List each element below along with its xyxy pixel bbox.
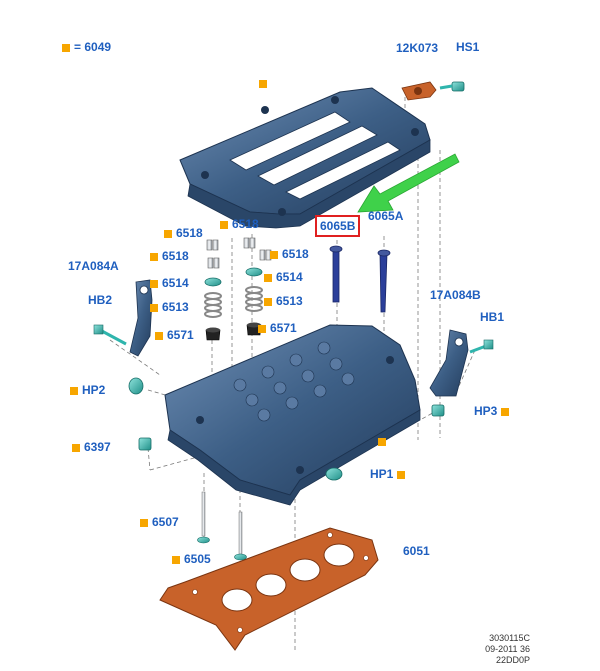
square-marker-icon bbox=[264, 274, 272, 282]
camshaft-carrier bbox=[179, 87, 431, 229]
valve-retainer-right bbox=[245, 267, 263, 277]
sensor-screw bbox=[439, 81, 465, 92]
legend-text: = 6049 bbox=[74, 40, 112, 54]
lifting-bracket-right bbox=[429, 329, 469, 397]
label-12k073: 12K073 bbox=[396, 41, 439, 55]
valve-retainer-left bbox=[204, 277, 222, 287]
label-hp2: HP2 bbox=[70, 383, 105, 397]
square-marker-icon bbox=[397, 471, 406, 479]
bracket-bolt-left bbox=[93, 324, 127, 346]
square-marker-icon bbox=[150, 280, 158, 288]
label-6513-right: 6513 bbox=[264, 294, 303, 308]
marker-icon-carrier bbox=[259, 80, 267, 88]
label-hp1: HP1 bbox=[370, 467, 406, 481]
square-marker-icon bbox=[150, 253, 158, 261]
green-indicator-arrow bbox=[357, 153, 460, 213]
square-marker-icon bbox=[501, 408, 510, 416]
label-hs1: HS1 bbox=[456, 40, 480, 54]
label-6518-left: 6518 bbox=[150, 249, 189, 263]
label-6571-right: 6571 bbox=[258, 321, 297, 335]
square-marker-icon bbox=[258, 325, 266, 333]
camshaft-bolt-6065b bbox=[329, 245, 343, 303]
intake-valve bbox=[234, 511, 247, 561]
head-gasket bbox=[159, 527, 379, 651]
camshaft-bolt-6065a bbox=[377, 249, 391, 313]
bracket-bolt-right bbox=[469, 339, 494, 354]
label-6514-right: 6514 bbox=[264, 270, 303, 284]
label-6514-left: 6514 bbox=[150, 276, 189, 290]
valve-keepers-left bbox=[206, 239, 220, 269]
label-6518-mid-top: 6518 bbox=[220, 217, 259, 231]
cylinder-head bbox=[164, 324, 421, 506]
marker-icon-head bbox=[378, 438, 386, 446]
label-17a084b: 17A084B bbox=[430, 288, 481, 302]
label-6505: 6505 bbox=[172, 552, 211, 566]
drawing-code-line-2: 09-2011 36 bbox=[485, 644, 530, 654]
square-marker-icon bbox=[155, 332, 163, 340]
label-6513-left: 6513 bbox=[150, 300, 189, 314]
camshaft-sensor bbox=[401, 81, 437, 101]
square-marker-icon bbox=[164, 230, 172, 238]
legend: = 6049 bbox=[62, 40, 111, 54]
lifting-bracket-left bbox=[129, 279, 153, 357]
square-marker-icon bbox=[270, 251, 278, 259]
drawing-code-line-3: 22DD0P bbox=[495, 655, 530, 665]
plug-hp3 bbox=[431, 404, 445, 417]
valve-keepers-right bbox=[243, 237, 272, 261]
valve-spring-right bbox=[245, 286, 263, 312]
square-marker-icon bbox=[264, 298, 272, 306]
square-marker-icon bbox=[70, 387, 78, 395]
valve-seal-right bbox=[246, 322, 262, 336]
label-17a084a: 17A084A bbox=[68, 259, 119, 273]
label-6397: 6397 bbox=[72, 440, 111, 454]
square-marker-icon bbox=[72, 444, 80, 452]
drawing-code-line-1: 3030115C bbox=[489, 633, 530, 643]
label-6518-left-top: 6518 bbox=[164, 226, 203, 240]
plug-hp2 bbox=[128, 377, 144, 395]
valve-spring-left bbox=[204, 292, 222, 318]
square-marker-icon bbox=[62, 44, 70, 52]
label-6065a: 6065A bbox=[368, 209, 404, 223]
square-marker-icon bbox=[220, 221, 228, 229]
label-6507: 6507 bbox=[140, 515, 179, 529]
label-6571-left: 6571 bbox=[155, 328, 194, 342]
square-marker-icon bbox=[140, 519, 148, 527]
valve-seal-left bbox=[205, 327, 221, 341]
label-hb1: HB1 bbox=[480, 310, 505, 324]
highlighted-label-6065b: 6065B bbox=[315, 215, 361, 237]
square-marker-icon bbox=[172, 556, 180, 564]
plug-hp1 bbox=[325, 467, 343, 481]
label-6518-right: 6518 bbox=[270, 247, 309, 261]
label-hb2: HB2 bbox=[88, 293, 113, 307]
label-6051: 6051 bbox=[403, 544, 430, 558]
exhaust-valve bbox=[197, 491, 210, 544]
drawing-code: 3030115C 09-2011 36 22DD0P bbox=[485, 633, 530, 666]
plug-6397 bbox=[138, 437, 152, 451]
label-hp3: HP3 bbox=[474, 404, 510, 418]
square-marker-icon bbox=[150, 304, 158, 312]
